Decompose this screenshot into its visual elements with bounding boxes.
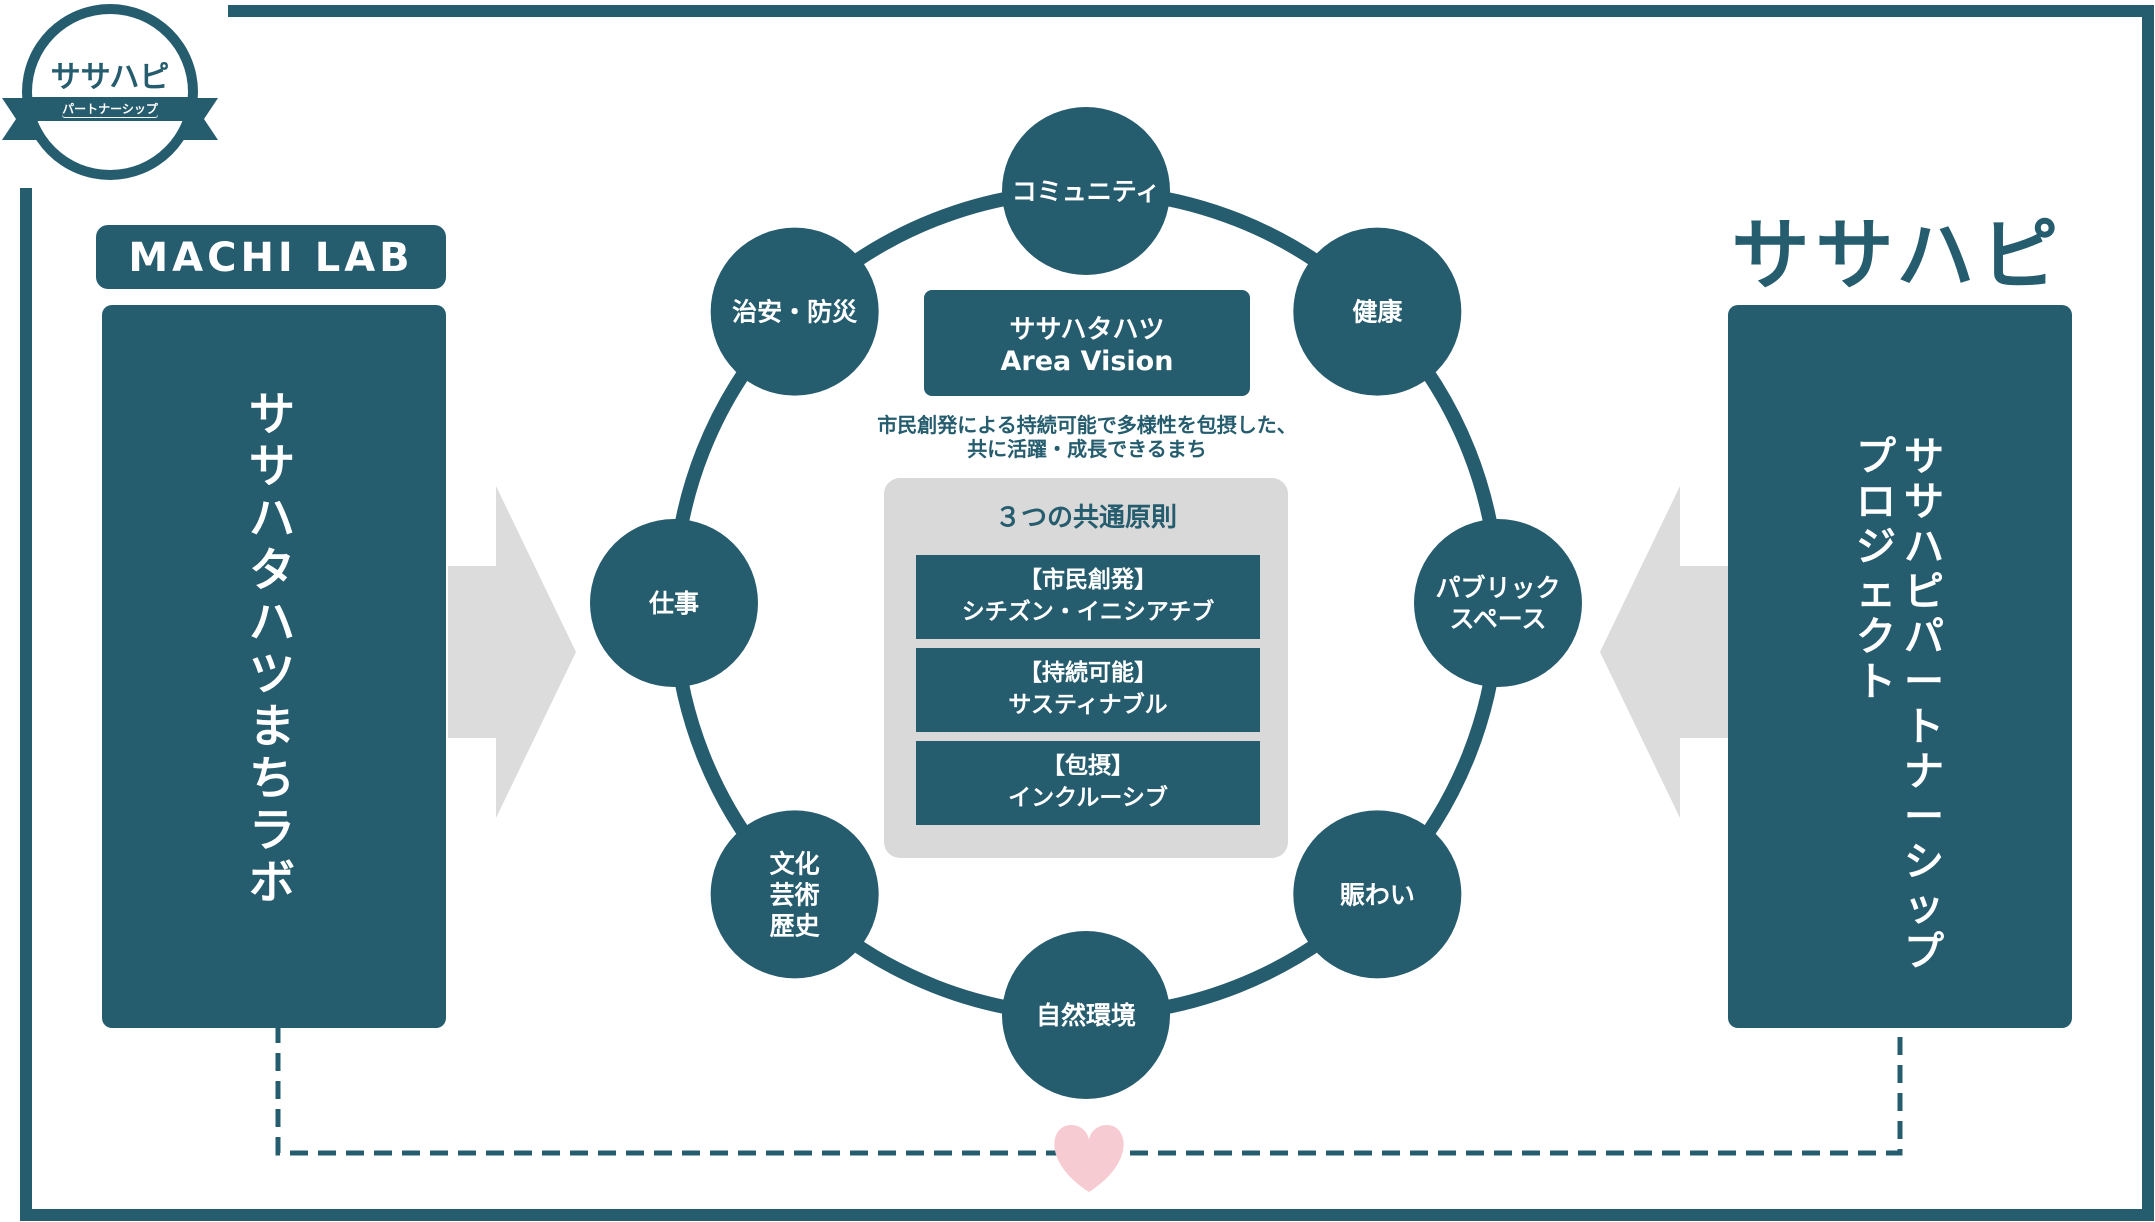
theme-node-label: 健康 [1352, 298, 1403, 327]
principle-box [916, 741, 1260, 825]
area-vision-subtitle: Area Vision [1001, 346, 1174, 377]
principle-head: 【市民創発】 [1019, 566, 1157, 593]
principle-sub: サスティナブル [1008, 691, 1167, 718]
principles-panel: ３つの共通原則 【市民創発】シチズン・イニシアチブ【持続可能】サスティナブル【包… [884, 478, 1288, 858]
theme-node-circle [1293, 227, 1462, 396]
sasahapi-panel: ササハピパートナーシップ プロジェクト [1728, 305, 2072, 1028]
outer-frame [20, 5, 2154, 1221]
principle-item: 【持続可能】サスティナブル [916, 648, 1260, 732]
vision-tagline-line1: 市民創発による持続可能で多様性を包摂した、 [877, 413, 1296, 437]
theme-node-label: 芸術 [770, 880, 820, 909]
principle-box [916, 555, 1260, 639]
vision-tagline-line2: 共に活躍・成長できるまち [967, 437, 1207, 461]
theme-node-circle [710, 810, 879, 979]
theme-node: 健康 [1293, 227, 1462, 396]
sasahapi-panel-text-line2: プロジェクト [1856, 434, 1896, 705]
heart-icon [1054, 1125, 1124, 1192]
theme-node-label: スペース [1449, 605, 1546, 634]
theme-node-label: 自然環境 [1036, 1001, 1136, 1030]
theme-node-label: 歴史 [770, 911, 821, 940]
principle-box [916, 648, 1260, 732]
theme-node-circle [1293, 810, 1462, 979]
machi-lab-panel-text: ササハタハツまちラボ [249, 387, 295, 909]
theme-node-label: 賑わい [1340, 880, 1415, 909]
badge-subtitle: パートナーシップ [62, 101, 159, 116]
principle-sub: シチズン・イニシアチブ [962, 598, 1215, 625]
machi-lab-logo-text: MACHI LAB [128, 235, 413, 281]
principle-sub: インクルーシブ [1008, 784, 1168, 811]
sasahapi-logo-text: ササハピ [1732, 211, 2065, 301]
principle-head: 【包摂】 [1042, 752, 1134, 779]
principle-head: 【持続可能】 [1019, 659, 1157, 686]
sasahapi-logo: ササハピ [1732, 211, 2065, 301]
theme-node: 仕事 [590, 519, 758, 687]
theme-node-circle [590, 519, 758, 687]
theme-node-circle [1002, 107, 1170, 275]
theme-node: 治安・防災 [710, 227, 879, 396]
principle-item: 【市民創発】シチズン・イニシアチブ [916, 555, 1260, 639]
principle-item: 【包摂】インクルーシブ [916, 741, 1260, 825]
theme-node-label: パブリック [1435, 574, 1560, 603]
theme-node-label: 文化 [770, 849, 820, 878]
theme-node-label: 治安・防災 [732, 298, 858, 327]
theme-node-circle [1414, 519, 1582, 687]
theme-node: コミュニティ [1002, 107, 1170, 275]
theme-node-circle [1002, 931, 1170, 1099]
theme-node: 賑わい [1293, 810, 1462, 979]
area-vision-box: ササハタハツ Area Vision [924, 290, 1250, 396]
principles-title: ３つの共通原則 [995, 503, 1177, 533]
theme-node-circle [710, 227, 879, 396]
theme-node: 自然環境 [1002, 931, 1170, 1099]
machi-lab-panel: ササハタハツまちラボ [102, 305, 446, 1028]
theme-node-label: コミュニティ [1012, 177, 1161, 206]
area-vision-title: ササハタハツ [1010, 315, 1165, 345]
theme-node-label: 仕事 [648, 589, 699, 618]
left-arrow [448, 486, 576, 818]
right-arrow [1600, 486, 1728, 818]
badge-title: ササハピ [51, 60, 170, 95]
machi-lab-logo: MACHI LAB [96, 225, 446, 289]
sasahapi-partnership-badge: ササハピ パートナーシップ [2, 4, 218, 180]
sasahapi-panel-text-line1: ササハピパートナーシップ [1904, 434, 1944, 975]
principles-list: 【市民創発】シチズン・イニシアチブ【持続可能】サスティナブル【包摂】インクルーシ… [916, 555, 1260, 825]
